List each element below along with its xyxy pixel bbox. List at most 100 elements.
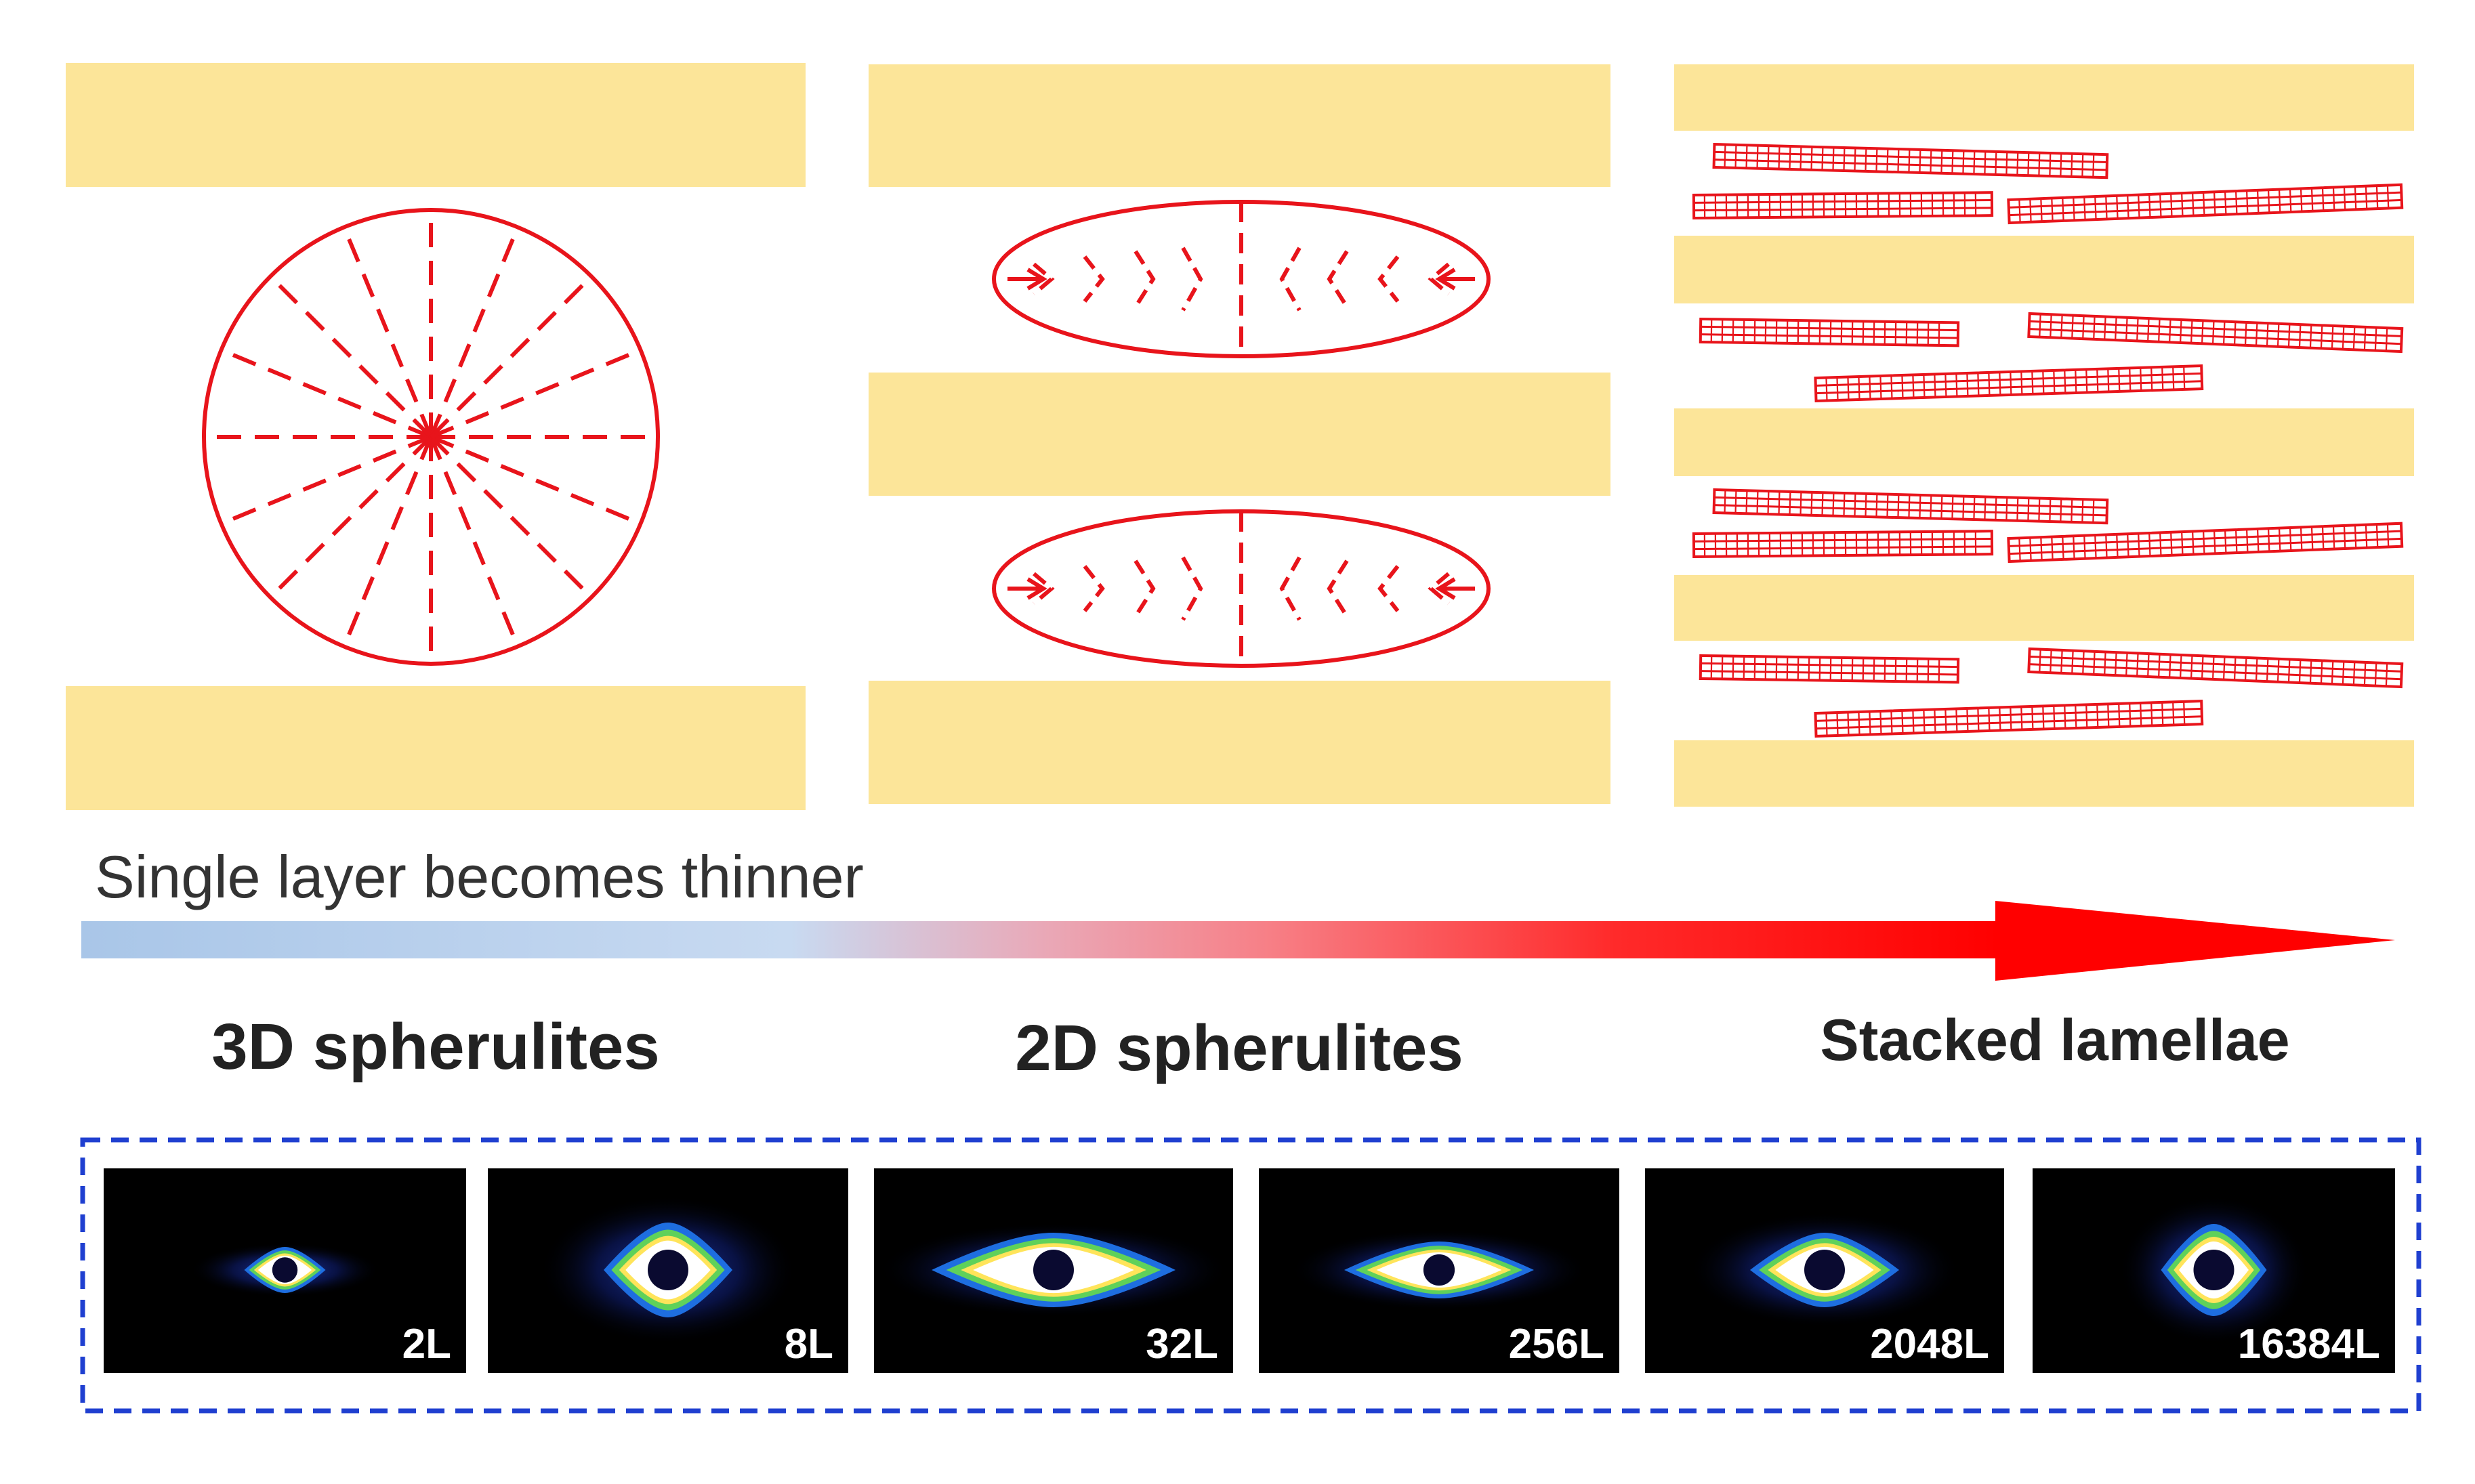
lamella-line: [2005, 152, 2008, 175]
lamella-line: [1890, 375, 1893, 399]
lamella-line: [2331, 325, 2334, 349]
lamella-line: [2300, 527, 2303, 551]
lamella-line: [1940, 495, 1943, 519]
lamella-line: [1693, 537, 1992, 543]
chevron-lamella: [1279, 247, 1302, 312]
confining-layer: [1674, 408, 2414, 476]
lamella-stack: [1699, 317, 1960, 347]
chevron-lamella: [1377, 255, 1400, 303]
lamella-line: [2062, 197, 2064, 221]
radial-lamella: [268, 435, 433, 599]
lamella-outline: [2027, 647, 2404, 689]
lamella-line: [2060, 314, 2063, 338]
lamella-line: [2081, 499, 2084, 523]
lamella-line: [2083, 535, 2086, 559]
chevron-lamella: [1377, 565, 1400, 612]
heading-3d-spherulites: 3D spherulites: [211, 1011, 660, 1083]
lamella-line: [2115, 652, 2117, 676]
lamella-line: [1955, 373, 1958, 397]
lamella-stack: [1712, 488, 2109, 525]
lamella-line: [2343, 186, 2346, 210]
lamella-line: [1854, 148, 1856, 171]
confining-layer: [66, 63, 806, 187]
lamella-line: [2060, 153, 2062, 177]
lamella-line: [2385, 663, 2388, 687]
lamella-line: [2172, 366, 2175, 390]
lamella-line: [2235, 191, 2238, 215]
lamella-line: [2203, 530, 2205, 554]
lamella-line: [1955, 708, 1958, 732]
lamella-line: [2085, 704, 2088, 728]
lamella-line: [1700, 333, 1958, 339]
saxs-pattern: 16384L: [2033, 1168, 2395, 1373]
lamella-line: [2289, 528, 2292, 551]
saxs-pattern: 32L: [874, 1168, 1233, 1373]
lamella-line: [2018, 199, 2021, 223]
lamella-line: [1879, 375, 1882, 400]
lamella-line: [2029, 655, 2402, 673]
lamella-stack: [2027, 647, 2404, 689]
lamella-outline: [1712, 488, 2109, 525]
lamella-stack: [1814, 700, 2204, 738]
lamella-line: [1701, 662, 1959, 669]
lamella-line: [2060, 499, 2062, 522]
panel-3d-spherulite: [66, 63, 806, 810]
lamella-line: [2161, 366, 2164, 390]
lamella-line: [2071, 315, 2074, 339]
lamella-line: [1984, 151, 1987, 175]
lamella-line: [1778, 146, 1781, 169]
lamella-line: [2201, 656, 2204, 679]
lamella-line: [1865, 493, 1867, 517]
lamella-line: [2255, 658, 2258, 681]
lamella-line: [1923, 709, 1926, 734]
chevron-lamella: [1033, 572, 1055, 606]
spherulite-3d: [202, 208, 660, 666]
lamella-line: [2020, 706, 2023, 730]
lamella-line: [2159, 532, 2162, 556]
lamella-line: [2244, 322, 2247, 345]
lamella-stack: [1699, 654, 1960, 684]
confining-layer: [869, 64, 1610, 187]
lamella-line: [2096, 704, 2099, 727]
lamella-outline: [1692, 530, 1994, 559]
lamella-line: [2029, 198, 2032, 222]
saxs-label: 32L: [1146, 1321, 1218, 1368]
beamstop: [648, 1250, 688, 1290]
lamella-outline: [2007, 522, 2404, 564]
lamella-outline: [1699, 654, 1960, 684]
lamella-line: [2094, 196, 2097, 220]
radial-lamella: [268, 274, 433, 439]
lamella-line: [2309, 660, 2312, 683]
saxs-label: 256L: [1509, 1321, 1604, 1368]
lamella-line: [1694, 207, 1993, 212]
spherulites-2d: [992, 200, 1491, 668]
lamella-stack: [2007, 522, 2404, 564]
lamella-line: [2140, 367, 2142, 391]
lamella-line: [2159, 194, 2162, 217]
lamella-line: [1800, 146, 1802, 170]
lamella-line: [2354, 525, 2357, 549]
lamella-line: [2073, 536, 2075, 559]
lamella-line: [2094, 535, 2097, 559]
lamella-line: [2278, 189, 2281, 213]
chevron-lamella: [1033, 262, 1055, 296]
lamella-line: [2169, 654, 2171, 678]
lamella-line: [1825, 713, 1828, 736]
lamella-line: [2127, 534, 2129, 557]
lamellae-stacks: [1692, 142, 2404, 738]
beamstop: [1804, 1250, 1845, 1290]
lamella-line: [1789, 491, 1791, 515]
lamella-line: [2201, 320, 2204, 344]
lamella-line: [1919, 494, 1921, 518]
lamella-line: [2071, 153, 2073, 177]
lamella-line: [2073, 197, 2075, 221]
lamella-line: [2309, 324, 2312, 348]
lamella-line: [2029, 320, 2402, 337]
lamella-line: [1995, 496, 1997, 520]
lamella-line: [2039, 649, 2041, 673]
lamella-line: [2180, 319, 2182, 343]
lamella-line: [1858, 711, 1860, 736]
spherulite-2d: [992, 509, 1491, 668]
chevron-lamella: [1133, 250, 1156, 308]
